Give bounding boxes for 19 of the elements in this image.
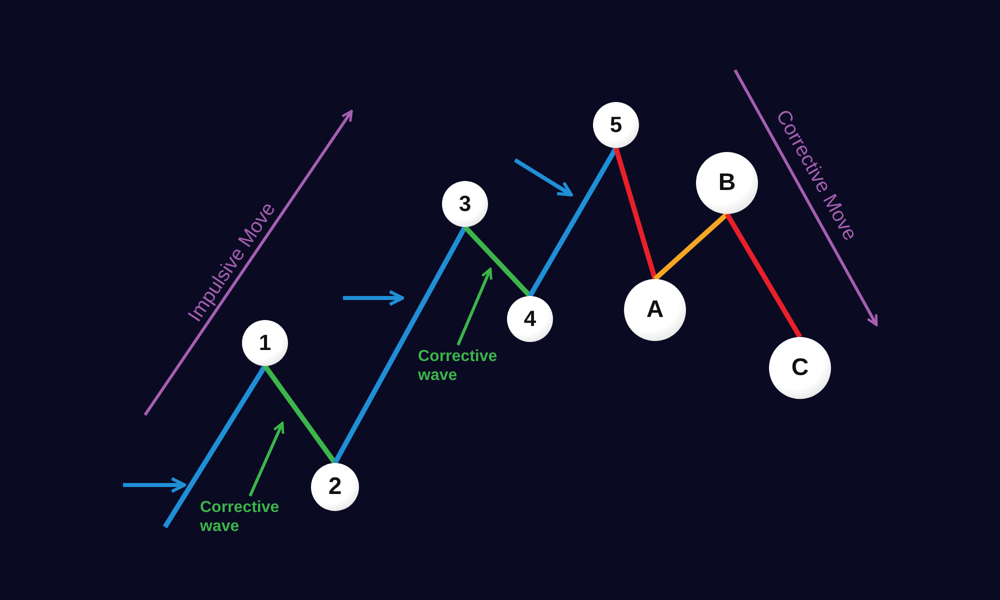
wave-line — [653, 212, 729, 281]
wave-point-circle: B — [696, 152, 758, 214]
wave-point-circle: 4 — [507, 296, 553, 342]
wave-line — [262, 364, 338, 464]
wave-point-circle: C — [769, 337, 831, 399]
wave-point-circle: 2 — [311, 463, 359, 511]
wave-note: Corrective wave — [418, 347, 528, 385]
wave-line — [463, 225, 532, 298]
wave-point-circle: 5 — [593, 102, 639, 148]
leader-arrow — [248, 422, 284, 497]
wave-point-circle: A — [624, 279, 686, 341]
wave-point-circle: 3 — [442, 181, 488, 227]
wave-line — [162, 364, 268, 528]
wave-line — [724, 212, 802, 338]
wave-point-circle: 1 — [242, 320, 288, 366]
wave-note: Corrective wave — [200, 498, 310, 536]
wave-line — [332, 226, 468, 464]
wave-line — [614, 147, 658, 280]
leader-arrow — [456, 268, 492, 346]
